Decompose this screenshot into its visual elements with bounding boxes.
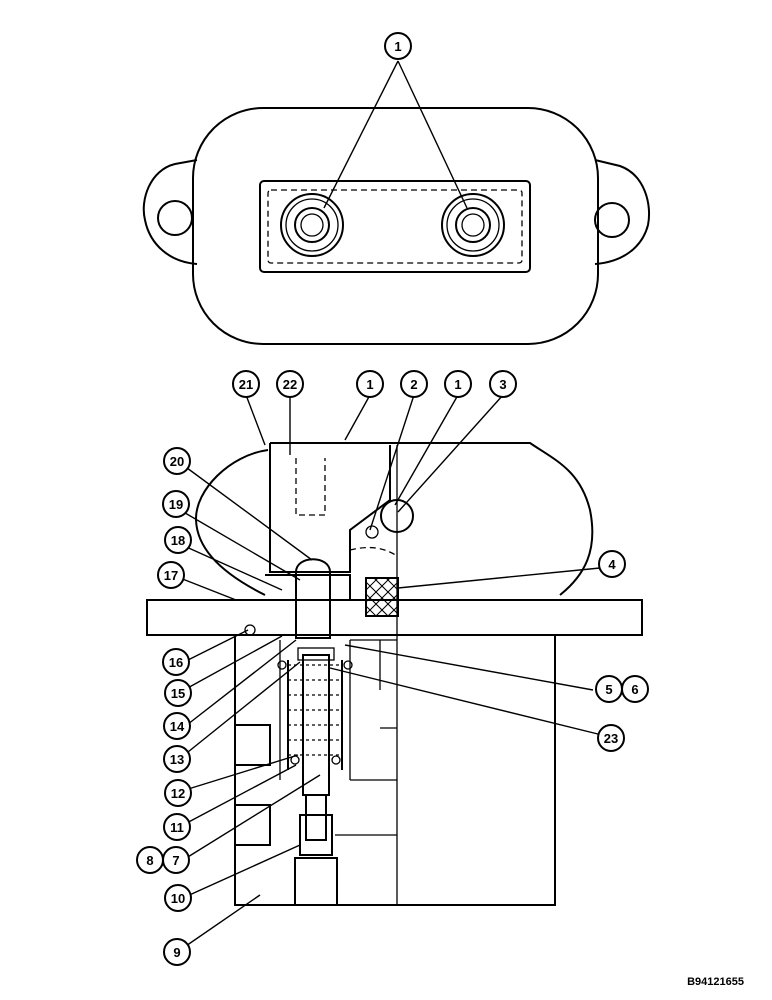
svg-text:1: 1 [394, 39, 401, 54]
retainer-pin [244, 624, 256, 636]
bolt-hole-dashed [295, 458, 326, 516]
callout-8: 8 [136, 846, 164, 874]
side-plug-upper [235, 724, 271, 766]
right-ear-hole [594, 202, 630, 238]
o-ring-right-bottom [331, 755, 341, 765]
svg-text:16: 16 [169, 655, 183, 670]
plunger [295, 558, 331, 639]
upper-housing-right [270, 442, 594, 596]
svg-text:9: 9 [173, 945, 180, 960]
svg-text:8: 8 [146, 853, 153, 868]
callout-10: 10 [164, 884, 192, 912]
callout-15: 15 [164, 679, 192, 707]
callout-14: 14 [163, 712, 191, 740]
upper-housing-left [194, 449, 269, 596]
figure-id: B94121655 [687, 976, 744, 988]
callout-7: 7 [162, 846, 190, 874]
svg-text:23: 23 [604, 731, 618, 746]
callout-1-a: 1 [356, 370, 384, 398]
svg-text:20: 20 [170, 454, 184, 469]
o-ring-left-top [277, 660, 287, 670]
right-port [441, 193, 505, 257]
svg-text:15: 15 [171, 686, 185, 701]
left-port [280, 193, 344, 257]
svg-text:5: 5 [605, 682, 612, 697]
svg-text:1: 1 [454, 377, 461, 392]
callout-22: 22 [276, 370, 304, 398]
dashed-arc [349, 546, 398, 557]
svg-text:21: 21 [239, 377, 253, 392]
top-cap-block [269, 443, 391, 573]
mounting-flange [146, 599, 643, 636]
callouts: 1 21 22 1 2 1 3 20 19 18 17 4 16 15 14 5… [136, 32, 649, 966]
callout-5: 5 [595, 675, 623, 703]
top-plate-seal [267, 189, 523, 264]
top-view [142, 60, 650, 345]
leader-1-top-a [323, 60, 399, 209]
callout-13: 13 [163, 745, 191, 773]
callout-11: 11 [163, 813, 191, 841]
callout-16: 16 [162, 648, 190, 676]
callout-20: 20 [163, 447, 191, 475]
check-ball [380, 499, 414, 533]
top-plate [259, 180, 531, 273]
svg-text:4: 4 [608, 557, 616, 572]
callout-1-b: 1 [444, 370, 472, 398]
leader-lines [179, 394, 607, 949]
svg-text:10: 10 [171, 891, 185, 906]
svg-text:14: 14 [170, 719, 185, 734]
callout-12: 12 [164, 779, 192, 807]
callout-18: 18 [164, 526, 192, 554]
right-mounting-ear [594, 159, 650, 265]
callout-19: 19 [162, 490, 190, 518]
lower-stem [305, 794, 327, 841]
callout-3: 3 [489, 370, 517, 398]
svg-text:3: 3 [499, 377, 506, 392]
top-view-body [192, 107, 599, 345]
hatched-seal-block [365, 577, 399, 617]
spool-collar [297, 647, 335, 661]
flange-seat [265, 574, 351, 600]
svg-text:7: 7 [172, 853, 179, 868]
svg-text:1: 1 [366, 377, 373, 392]
svg-text:6: 6 [631, 682, 638, 697]
left-ear-hole [157, 200, 193, 236]
spring [287, 660, 343, 770]
o-ring-right-top [343, 660, 353, 670]
hatch-pattern [365, 577, 399, 617]
svg-text:17: 17 [164, 568, 178, 583]
leader-1-top-b [397, 60, 468, 209]
internal-passages [335, 639, 397, 836]
svg-text:18: 18 [171, 533, 185, 548]
svg-text:19: 19 [169, 497, 183, 512]
callout-1-top: 1 [384, 32, 412, 60]
callout-17: 17 [157, 561, 185, 589]
svg-text:2: 2 [410, 377, 417, 392]
side-plug-lower [235, 804, 271, 846]
left-mounting-ear [142, 159, 198, 265]
callout-9: 9 [163, 938, 191, 966]
svg-text:11: 11 [170, 820, 184, 835]
section-view [146, 394, 643, 949]
small-ball [365, 525, 379, 539]
callout-23: 23 [597, 724, 625, 752]
callout-2: 2 [400, 370, 428, 398]
lower-sleeve [299, 814, 333, 856]
svg-text:13: 13 [170, 752, 184, 767]
callout-6: 6 [621, 675, 649, 703]
svg-text:12: 12 [171, 786, 185, 801]
bore-walls [279, 640, 351, 780]
svg-text:22: 22 [283, 377, 297, 392]
callout-4: 4 [598, 550, 626, 578]
bottom-plug [294, 857, 338, 906]
callout-21: 21 [232, 370, 260, 398]
lower-body [234, 635, 556, 906]
